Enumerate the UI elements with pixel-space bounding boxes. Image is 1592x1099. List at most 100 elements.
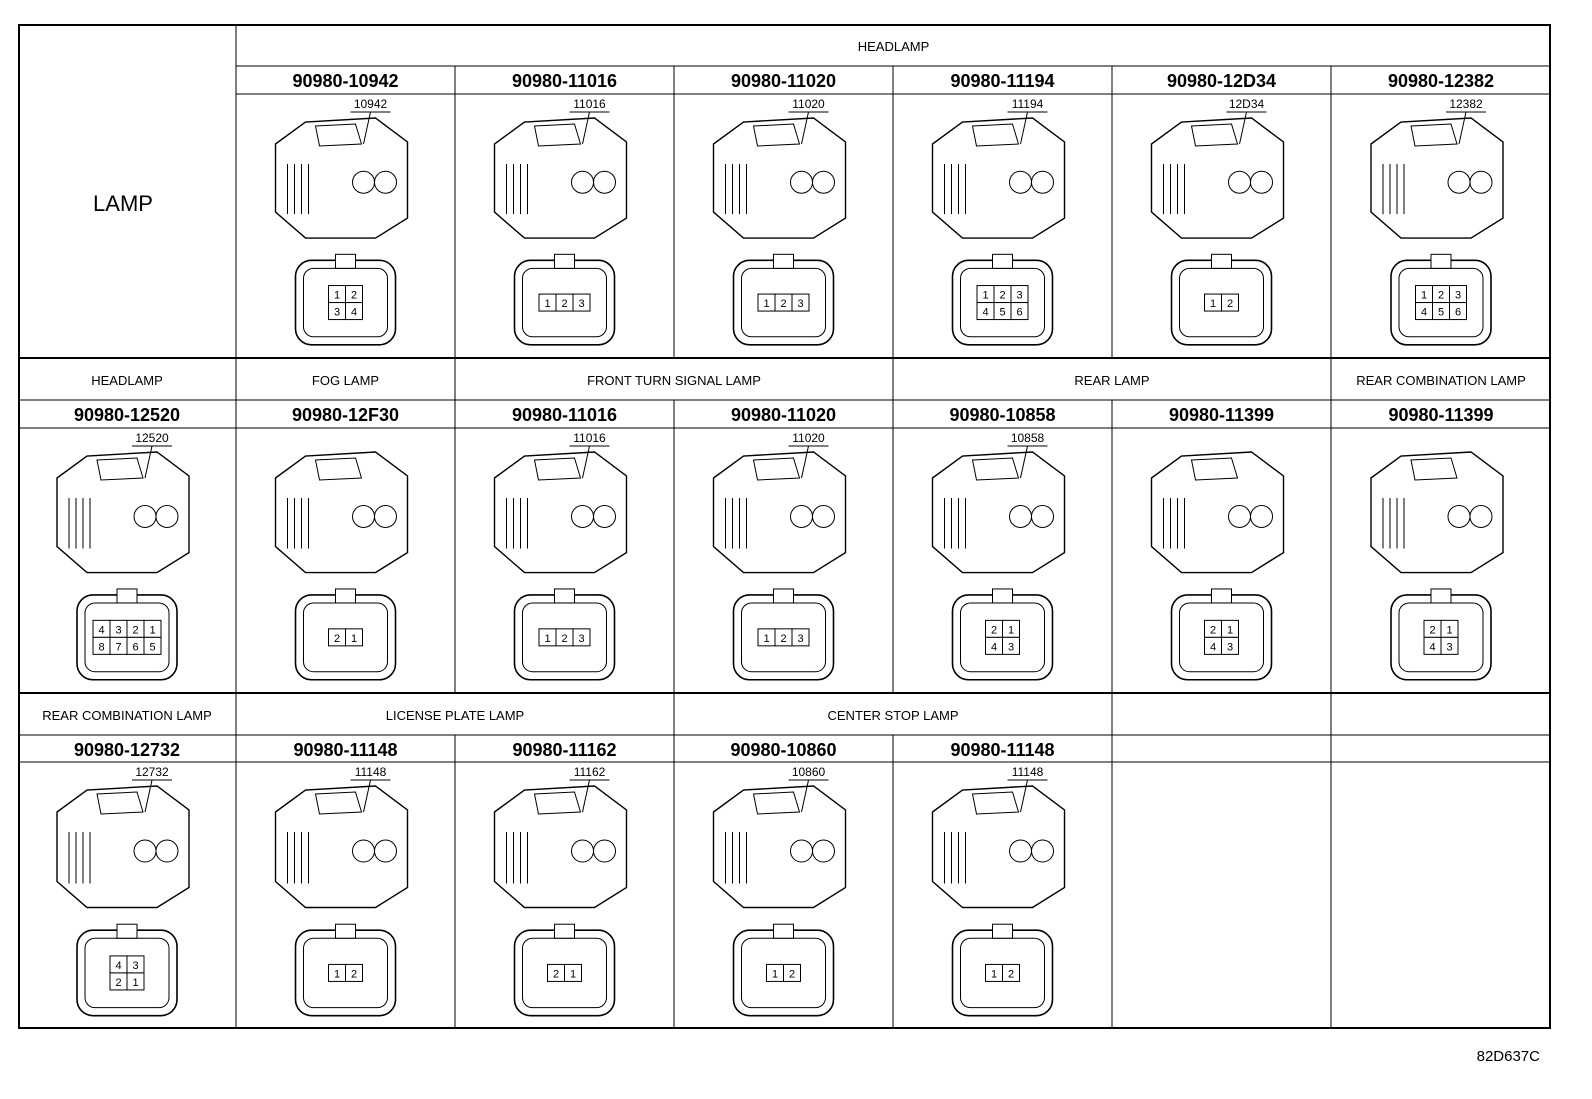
terminal-cavity [571, 839, 594, 863]
part-number: 90980-11016 [512, 405, 617, 425]
connector-latch [1190, 457, 1239, 481]
pin-number: 2 [561, 298, 567, 310]
pin-number: 1 [1446, 624, 1452, 636]
callout-leader [582, 111, 590, 145]
pin-cavity [345, 628, 363, 647]
callout-leader [363, 111, 371, 145]
part-number: 90980-12382 [1388, 71, 1494, 91]
terminal-cavity [812, 505, 835, 529]
group-label: REAR COMBINATION LAMP [42, 708, 212, 723]
group-label: REAR COMBINATION LAMP [1356, 373, 1526, 388]
terminal-cavity [155, 839, 179, 863]
pin-number: 1 [334, 290, 340, 302]
callout-leader [363, 779, 371, 813]
connector-body-drawing: 12382 [1370, 97, 1504, 239]
callout-label: 12382 [1449, 97, 1483, 111]
callout-leader [801, 445, 809, 479]
terminal-cavity [1228, 170, 1251, 194]
pin-number: 1 [1421, 290, 1427, 302]
pin-number: 1 [982, 290, 988, 302]
pin-number: 5 [1438, 307, 1444, 319]
terminal-cavity [1009, 505, 1032, 529]
connector-body-drawing [274, 451, 409, 574]
part-number: 90980-11020 [731, 71, 836, 91]
connector-latch [752, 123, 801, 147]
pin-number: 2 [1438, 290, 1444, 302]
part-number: 90980-11162 [512, 740, 616, 760]
face-lock-tab [1430, 253, 1452, 269]
connector-latch [1190, 123, 1239, 147]
pin-number: 6 [1455, 307, 1461, 319]
connector-latch [314, 457, 363, 481]
terminal-cavity [352, 170, 375, 194]
pin-number: 3 [1446, 641, 1452, 653]
callout-leader [582, 779, 590, 813]
terminal-cavity [1469, 505, 1493, 529]
pin-number: 4 [1429, 641, 1435, 653]
face-lock-tab [116, 588, 138, 604]
callout-label: 10942 [354, 97, 388, 111]
pin-cavity [791, 628, 810, 647]
callout-label: 11148 [1012, 765, 1044, 779]
pin-number: 1 [149, 624, 155, 636]
callout-leader [144, 779, 153, 813]
pin-number: 7 [115, 641, 121, 653]
pin-number: 2 [780, 298, 786, 310]
part-number: 90980-11148 [950, 740, 1054, 760]
pin-cavity [783, 963, 801, 982]
terminal-cavity [812, 839, 835, 863]
terminal-cavity [1031, 170, 1054, 194]
face-lock-tab [335, 253, 356, 269]
callout-label: 11020 [792, 431, 825, 445]
terminal-cavity [790, 505, 813, 529]
face-lock-tab [773, 588, 794, 604]
pin-cavity [1440, 636, 1459, 655]
part-number: 90980-12732 [74, 740, 180, 760]
face-lock-tab [1430, 588, 1452, 604]
pin-number: 4 [991, 641, 997, 653]
pin-number: 1 [351, 633, 357, 645]
pin-number: 1 [1008, 624, 1014, 636]
group-label: LICENSE PLATE LAMP [386, 708, 524, 723]
terminal-cavity [374, 505, 397, 529]
connector-body-drawing: 12732 [56, 765, 190, 909]
pin-cavity [564, 963, 582, 982]
terminal-cavity [1031, 839, 1054, 863]
connector-body-drawing: 11148 [931, 765, 1066, 909]
pin-number: 1 [1210, 298, 1216, 310]
face-lock-tab [1211, 588, 1232, 604]
pin-cavity [126, 972, 145, 991]
connector-body-drawing [1370, 451, 1504, 574]
callout-label: 12D34 [1229, 97, 1265, 111]
terminal-cavity [1031, 505, 1054, 529]
terminal-cavity [1009, 839, 1032, 863]
pin-number: 5 [149, 641, 155, 653]
pin-number: 6 [1016, 307, 1022, 319]
pin-number: 1 [763, 298, 769, 310]
pin-number: 2 [553, 968, 559, 980]
pin-cavity [1221, 293, 1239, 312]
connector-body-drawing: 10858 [931, 431, 1066, 574]
face-lock-tab [773, 923, 794, 939]
group-label: CENTER STOP LAMP [828, 708, 959, 723]
pin-cavity [143, 636, 162, 655]
part-number: 90980-11148 [293, 740, 397, 760]
connector-body-drawing: 11016 [493, 97, 628, 239]
face-lock-tab [554, 253, 575, 269]
terminal-cavity [593, 170, 616, 194]
pin-number: 2 [1429, 624, 1435, 636]
connector-body-drawing: 11194 [931, 97, 1066, 239]
